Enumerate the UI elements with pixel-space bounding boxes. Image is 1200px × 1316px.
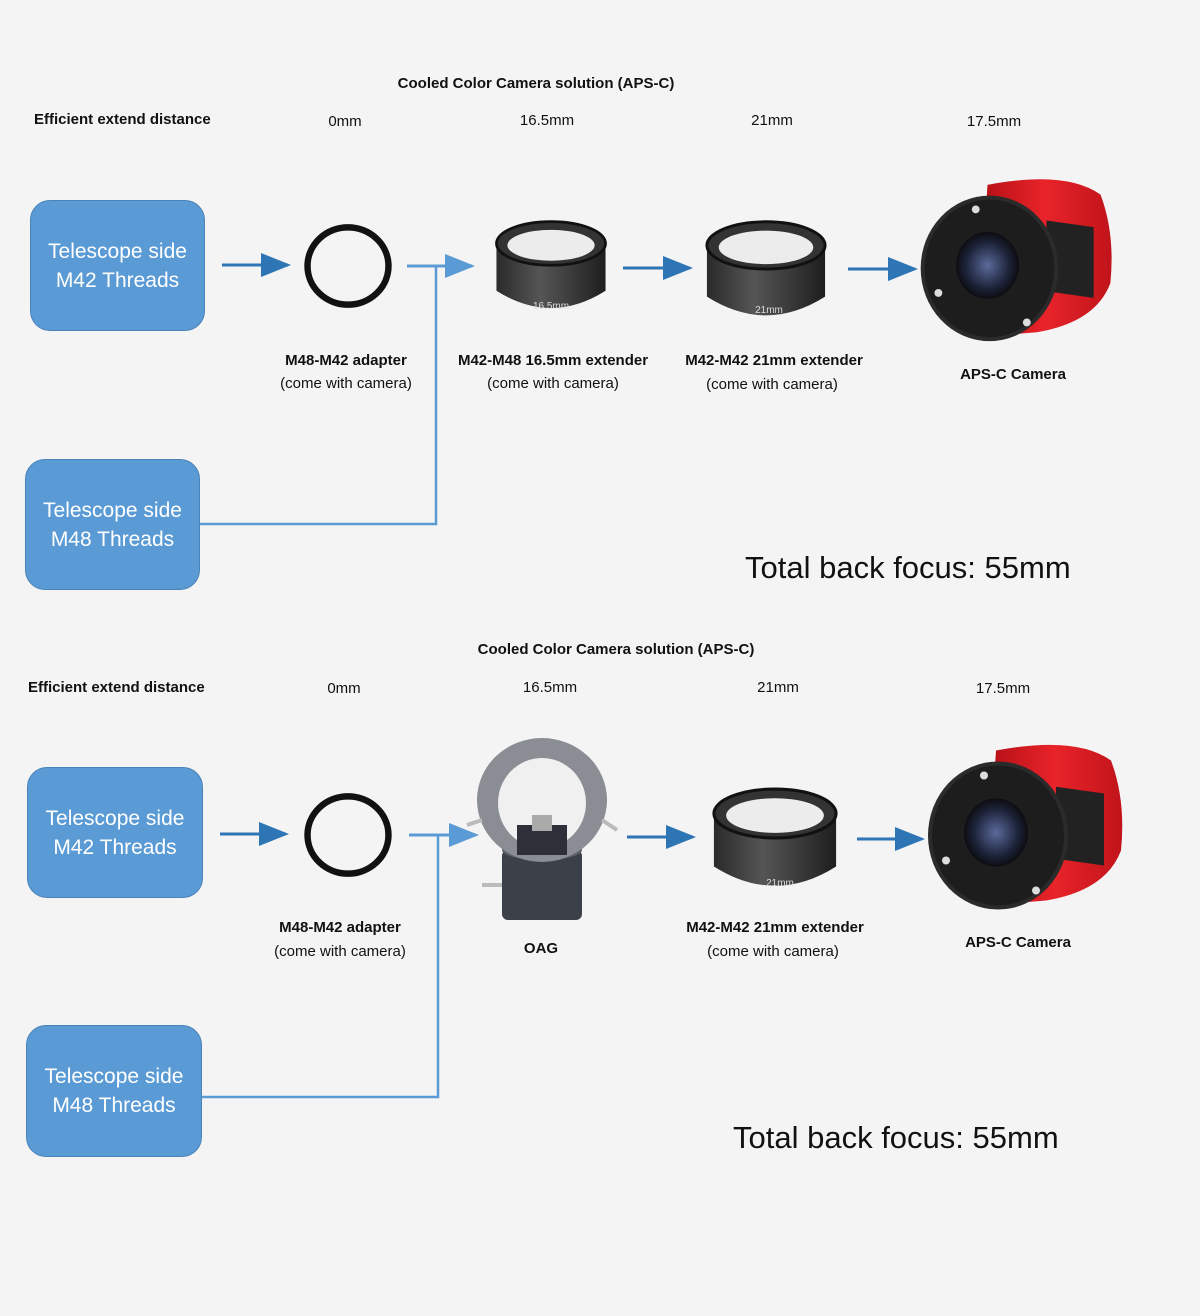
m48-m42-adapter-image	[308, 796, 389, 873]
box-line: Telescope side	[48, 239, 187, 263]
component-name: APS-C Camera	[960, 366, 1066, 383]
engraving-21mm: 21mm	[755, 305, 783, 316]
engraving-16-5mm: 16.5mm	[533, 301, 569, 312]
distance-extender: 21mm	[757, 679, 799, 696]
component-name: M42-M48 16.5mm extender	[457, 352, 649, 369]
panel-2-graphics: 21mm	[202, 736, 1123, 1099]
component-name: M42-M42 21mm extender	[686, 919, 864, 936]
distance-extender-2: 21mm	[751, 112, 793, 129]
box-line: Telescope side	[45, 806, 185, 830]
m48-m42-adapter-image	[308, 227, 389, 304]
component-note: (come with camera)	[487, 375, 619, 392]
aps-c-camera-image	[928, 744, 1123, 910]
distance-oag: 16.5mm	[522, 679, 578, 696]
panel-1-graphics: 16.5mm 21mm	[200, 179, 1112, 526]
m48-connector-line	[202, 835, 440, 1099]
total-back-focus: Total back focus: 55mm	[733, 1120, 1059, 1155]
panel-title: Cooled Color Camera solution (APS-C)	[397, 75, 675, 92]
distance-adapter: 0mm	[327, 680, 361, 697]
aps-c-camera-image	[920, 179, 1112, 342]
component-name: M48-M42 adapter	[279, 919, 401, 936]
component-note: (come with camera)	[274, 943, 406, 960]
box-line: Telescope side	[43, 498, 182, 522]
component-name: OAG	[523, 940, 559, 957]
component-note: (come with camera)	[707, 943, 839, 960]
total-back-focus: Total back focus: 55mm	[745, 550, 1071, 585]
box-line: M42 Threads	[53, 835, 177, 859]
box-line: M42 Threads	[55, 268, 180, 292]
telescope-m48-box: Telescope side M48 Threads	[25, 459, 200, 590]
component-note: (come with camera)	[280, 375, 412, 392]
oag-image	[465, 736, 619, 922]
distance-adapter: 0mm	[328, 113, 362, 130]
component-name: M48-M42 adapter	[285, 352, 407, 369]
distance-extender-1: 16.5mm	[519, 112, 575, 129]
box-line: M48 Threads	[50, 527, 175, 551]
component-name: APS-C Camera	[965, 934, 1071, 951]
panel-title: Cooled Color Camera solution (APS-C)	[477, 641, 755, 658]
distance-camera: 17.5mm	[975, 680, 1031, 697]
telescope-m42-box: Telescope side M42 Threads	[30, 200, 205, 331]
engraving-21mm: 21mm	[766, 878, 794, 889]
extender-21mm-image	[712, 787, 838, 888]
extend-distance-label: Efficient extend distance	[34, 111, 211, 128]
extend-distance-label: Efficient extend distance	[28, 679, 205, 696]
telescope-m48-box: Telescope side M48 Threads	[26, 1025, 202, 1157]
box-line: Telescope side	[44, 1065, 184, 1088]
component-name: M42-M42 21mm extender	[685, 352, 863, 369]
distance-camera: 17.5mm	[966, 113, 1022, 130]
box-line: M48 Threads	[52, 1094, 176, 1117]
telescope-m42-box: Telescope side M42 Threads	[27, 767, 203, 898]
extender-21mm-image	[705, 220, 827, 317]
component-note: (come with camera)	[706, 376, 838, 393]
m48-connector-line	[200, 266, 438, 526]
extender-16-5mm-image	[495, 220, 607, 310]
